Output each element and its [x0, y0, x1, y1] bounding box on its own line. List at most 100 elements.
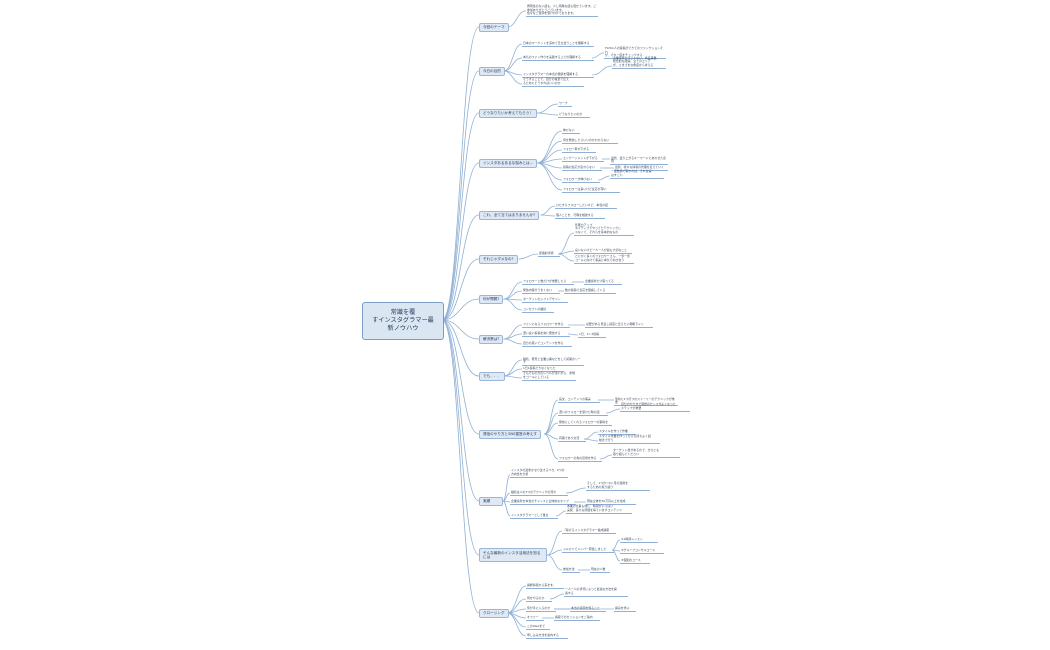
- detail-topic[interactable]: 良いないけど一人一人が最も大切なこと: [574, 248, 632, 254]
- detail-topic[interactable]: 本当の意図を知ること: [570, 606, 606, 612]
- root-topic[interactable]: 常識を覆 すインスタグラマー最 新ノウハウ: [362, 302, 444, 340]
- branch-leaf-connector: [544, 422, 559, 435]
- detail-topic[interactable]: TikTok人の投稿ができてのファンクションそれ が、それ一度をチェックする: [604, 47, 666, 59]
- detail-topic[interactable]: 1日、2〜3投稿: [578, 332, 606, 338]
- subtopic[interactable]: どうなりたいのか: [558, 112, 590, 118]
- detail-topic[interactable]: ③個別のコース: [620, 558, 650, 564]
- detail-topic[interactable]: 現在の人数: [590, 567, 610, 573]
- subtopic[interactable]: オファー: [526, 615, 544, 621]
- branch-leaf-connector: [536, 112, 559, 116]
- subtopic[interactable]: このQ&Aまで: [526, 624, 550, 630]
- branch-topic[interactable]: インスタあるあるな悩みとは…: [479, 158, 538, 168]
- subtopic[interactable]: ファンになるフォロワーを作る: [522, 322, 570, 328]
- detail-topic[interactable]: 自分のやり方で問題のセンスがよくなった ステップが重要: [620, 402, 690, 412]
- subtopic[interactable]: 認識的手順: [538, 251, 560, 257]
- branch-leaf-connector: [503, 375, 523, 379]
- subtopic[interactable]: 何をやるのか: [526, 596, 552, 602]
- subtopic[interactable]: ターゲットのシフトデザイン: [522, 297, 568, 303]
- subtopic[interactable]: 何が手に入るのか: [526, 606, 556, 612]
- detail-topic[interactable]: そして、1つの〜6ヶ月の運用を するための振り返り: [586, 481, 650, 491]
- detail-topic[interactable]: 講座でのセッションをご案内: [554, 615, 600, 621]
- subtopic[interactable]: メルカリでメンバー募集しました: [562, 547, 614, 553]
- subtopic[interactable]: 個人ことを、行程を相談する: [555, 213, 605, 219]
- branch-leaf-connector: [503, 368, 523, 377]
- detail-topic[interactable]: 数の投稿で反応を観察してくる: [564, 288, 616, 294]
- detail-topic[interactable]: ②グループコンサルコース: [620, 548, 664, 554]
- branch-topic[interactable]: でも．．．: [479, 371, 505, 381]
- subtopic[interactable]: 企業案件を本当のチャンスと全体的なタイプ: [510, 499, 576, 505]
- detail-topic[interactable]: 最新、盛り上がるキーワードにあわせた表現: [610, 156, 668, 165]
- branch-topic[interactable]: これ、全て当てはまりませんか?: [479, 210, 540, 220]
- detail-topic[interactable]: 現在全体を50万円以上を達成: [586, 499, 636, 505]
- root-branch-connector: [441, 26, 480, 321]
- detail-topic[interactable]: スタイルを作って作業: [598, 429, 636, 435]
- branch-leaf-connector: [540, 214, 556, 217]
- detail-topic[interactable]: 企業案件だけ取ってる: [584, 279, 622, 285]
- detail-topic[interactable]: 本業の仕事も他に、時間がいっぱい 実施、多大な評価を得ていますコンテンツ: [566, 504, 632, 514]
- subtopic[interactable]: インスタグラマーとして確立: [510, 513, 558, 519]
- subtopic[interactable]: インスタの最新かなり生きるべき、2つの 方向性を分析: [510, 468, 568, 478]
- subtopic[interactable]: エンゲージメントが下がる: [562, 156, 604, 162]
- subtopic[interactable]: 発信内容がうまくない: [522, 288, 560, 294]
- detail-topic[interactable]: とにかく多くのフォロワーさん、一歩一歩 ゴールに向けて着実に本気で向き合う: [574, 254, 634, 264]
- detail-topic[interactable]: スタイル作業を作ってから気持ちよく起 動まで行う: [598, 434, 660, 444]
- subtopic[interactable]: 「稼げるインスタグラマー養成講座: [562, 528, 616, 534]
- subtopic[interactable]: 同期であり交流: [558, 436, 586, 442]
- subtopic[interactable]: 日本のマーケットを深めて日立合うことを理解する: [522, 41, 594, 47]
- subtopic[interactable]: 投稿の反応が変わらない: [562, 165, 602, 171]
- subtopic[interactable]: 申し込み方法を案内する: [526, 633, 568, 639]
- subtopic[interactable]: 濃い良い投稿を常に発信する: [522, 331, 570, 337]
- root-branch-connector: [441, 258, 480, 321]
- detail-topic[interactable]: ①1時間レッスン: [620, 537, 658, 543]
- branch-topic[interactable]: 発信のやり方とSNS運営の考えす: [479, 429, 541, 439]
- detail-topic[interactable]: 早めに1つ打つのストーリーのテクニックが重要: [614, 397, 678, 406]
- subtopic[interactable]: フォロワーと数だけが重要したら: [522, 279, 574, 285]
- subtopic[interactable]: 参加方法: [562, 567, 580, 573]
- detail-topic[interactable]: 講演を学ぶ: [614, 606, 636, 612]
- branch-topic[interactable]: 解決策は?: [479, 334, 504, 344]
- branch-topic[interactable]: どうなりたいか考えてもらう！: [479, 108, 537, 118]
- subtopic[interactable]: 再現性のない話も、少し特殊な話も混ぜています。ご参加ありがとうございます。 色々…: [526, 4, 598, 17]
- branch-leaf-connector: [540, 205, 556, 216]
- subtopic[interactable]: フォロワーが伸びない: [562, 177, 600, 183]
- branch-topic[interactable]: 今回のテーマ: [479, 22, 509, 32]
- subtopic[interactable]: そうすることで、自分の言葉で伝え るためにどうすればいいのか: [522, 77, 584, 87]
- subtopic[interactable]: 1日1投稿できなくなった: [522, 366, 564, 372]
- detail-topic[interactable]: 必要がある見直し感度と伝えたい戦略ライン: [585, 322, 653, 328]
- subtopic[interactable]: 自分の思いでコンテンツを作る: [522, 341, 572, 347]
- subtopic[interactable]: 講師情報から来ます。: [526, 583, 564, 589]
- subtopic[interactable]: 何を発信したらいいのかわからない: [562, 138, 618, 144]
- root-branch-connector: [441, 319, 480, 435]
- branch-topic[interactable]: 今日の目的: [479, 66, 505, 76]
- subtopic[interactable]: 本気のファン作りを実践する上での理解する: [522, 55, 594, 61]
- detail-topic[interactable]: ターゲット層があるので、ぜひとも 取り組んでください: [612, 448, 680, 458]
- detail-topic[interactable]: ー度数値で取れれば、それは実 はすごい: [610, 169, 664, 179]
- subtopic[interactable]: ワーク: [558, 101, 572, 107]
- leaf-sub-connector: [583, 438, 599, 442]
- subtopic[interactable]: 発信にしてくれるフォロワーの事情を: [558, 420, 612, 426]
- subtopic[interactable]: コンセプトの継続: [522, 307, 554, 313]
- branch-topic[interactable]: 何が問題?: [479, 294, 504, 304]
- subtopic[interactable]: 濃いのフォローを受けた時の話: [558, 410, 608, 416]
- subtopic[interactable]: 伸びない: [562, 128, 580, 134]
- detail-topic[interactable]: 一人一人の状況によって最適な方法を提 案する: [564, 587, 628, 597]
- root-branch-connector: [441, 162, 480, 321]
- subtopic[interactable]: インスタグラマーの本当の価値を理解する: [522, 72, 594, 78]
- subtopic[interactable]: フォロワーは多いけど反応が薄い: [562, 187, 620, 193]
- subtopic[interactable]: 長文、コンテンツの事実: [558, 397, 600, 403]
- subtopic[interactable]: 継続は人の3つのテクニックの流れ: [510, 490, 568, 496]
- branch-topic[interactable]: それじゃダメなの?: [479, 254, 518, 264]
- subtopic[interactable]: そもそもの力のレベルが浅いから、新規 をゴールにしている: [522, 371, 576, 381]
- branch-topic[interactable]: 実績: [479, 496, 503, 506]
- branch-topic[interactable]: そんな最新のインスタ活用法を知るには: [479, 548, 547, 562]
- branch-leaf-connector: [507, 585, 527, 614]
- branch-topic[interactable]: クロージング: [479, 608, 509, 618]
- subtopic[interactable]: 継続、発見と企業公開などをして初期のリーチ: [522, 357, 584, 366]
- subtopic[interactable]: フォロワーの為の足場を作る: [558, 456, 602, 462]
- subtopic[interactable]: フォロー率が下がる: [562, 147, 596, 153]
- detail-topic[interactable]: 最新、様々な情報の管理を変えていく: [614, 165, 668, 171]
- detail-topic[interactable]: 影響力アップ ネイティブでやってたテクニックじ ゃなくて、それらを基本的なもの: [574, 223, 634, 236]
- detail-topic[interactable]: 企業案件だけじゃない、商品事業、 総合的な展開、全てのエリア が、さまざまな角度…: [612, 56, 666, 69]
- subtopic[interactable]: ひたすらフォローしたいけど、本当の話: [555, 203, 617, 209]
